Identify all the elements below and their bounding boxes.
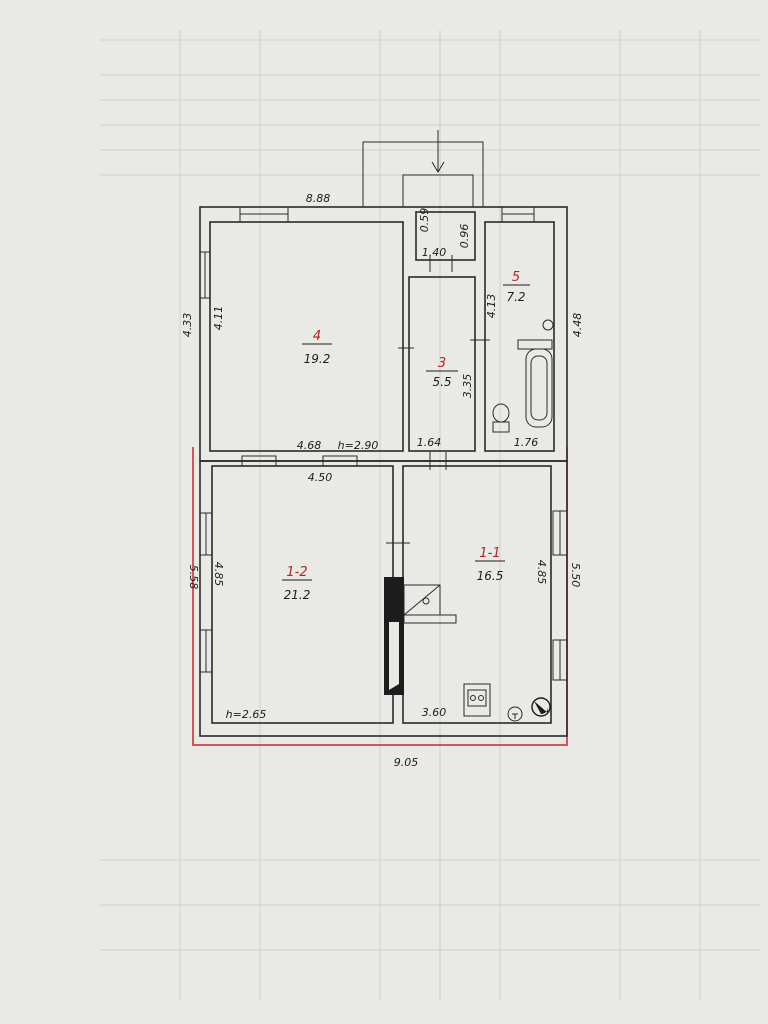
dim-room1-width: 4.68 [297,439,322,452]
dim-room12-top-width: 4.50 [308,471,333,484]
dim-bottom-width: 9.05 [394,756,419,769]
dim-hall-width: 1.64 [417,436,442,449]
dimension-labels: 8.88 4.33 4.11 0.59 0.96 1.40 4.13 4.48 … [181,192,584,769]
dim-porch-a: 0.59 [418,208,431,233]
dim-bath-height: 4.13 [485,294,498,319]
room-4-area: 19.2 [304,352,331,366]
room-4-number: 4 [313,329,321,344]
dim-room11-inner-height: 4.85 [535,560,548,585]
outer-walls [199,206,568,737]
dim-left-upper-height: 4.33 [181,313,194,338]
dim-right-upper-height: 4.48 [571,313,584,338]
room-1-1-number: 1-1 [479,546,500,561]
room-5-number: 5 [512,270,520,285]
dim-bath-width: 1.76 [514,436,539,449]
room-1-2-area: 21.2 [284,588,311,602]
dim-porch-b: 0.96 [458,224,471,249]
room-3-number: 3 [438,356,446,371]
dim-ceiling-upper: h=2.90 [338,439,379,452]
dim-room12-inner-height: 4.85 [212,562,225,587]
porch [362,130,484,207]
dim-right-lower-height: 5.50 [569,563,582,588]
stove [384,577,457,695]
dim-ceiling-lower: h=2.65 [226,708,267,721]
kitchen-fixtures [463,683,551,722]
dim-hall-height: 3.35 [461,374,474,399]
door-marks [386,255,490,544]
room-labels: 4 19.2 3 5.5 5 7.2 1-2 21.2 1-1 16.5 [282,270,530,602]
room-5-area: 7.2 [506,290,525,304]
room-1-2-number: 1-2 [286,565,307,580]
dim-left-lower-height: 5.58 [187,565,200,590]
dim-porch-width: 1.40 [422,246,447,259]
room-3-area: 5.5 [432,375,451,389]
dim-top-width: 8.88 [306,192,331,205]
dim-left-upper-inner: 4.11 [212,306,225,331]
room-1-1-area: 16.5 [477,569,504,583]
dim-room11-bottom-width: 3.60 [422,706,447,719]
bath-fixtures [492,319,554,433]
windows [199,206,568,681]
